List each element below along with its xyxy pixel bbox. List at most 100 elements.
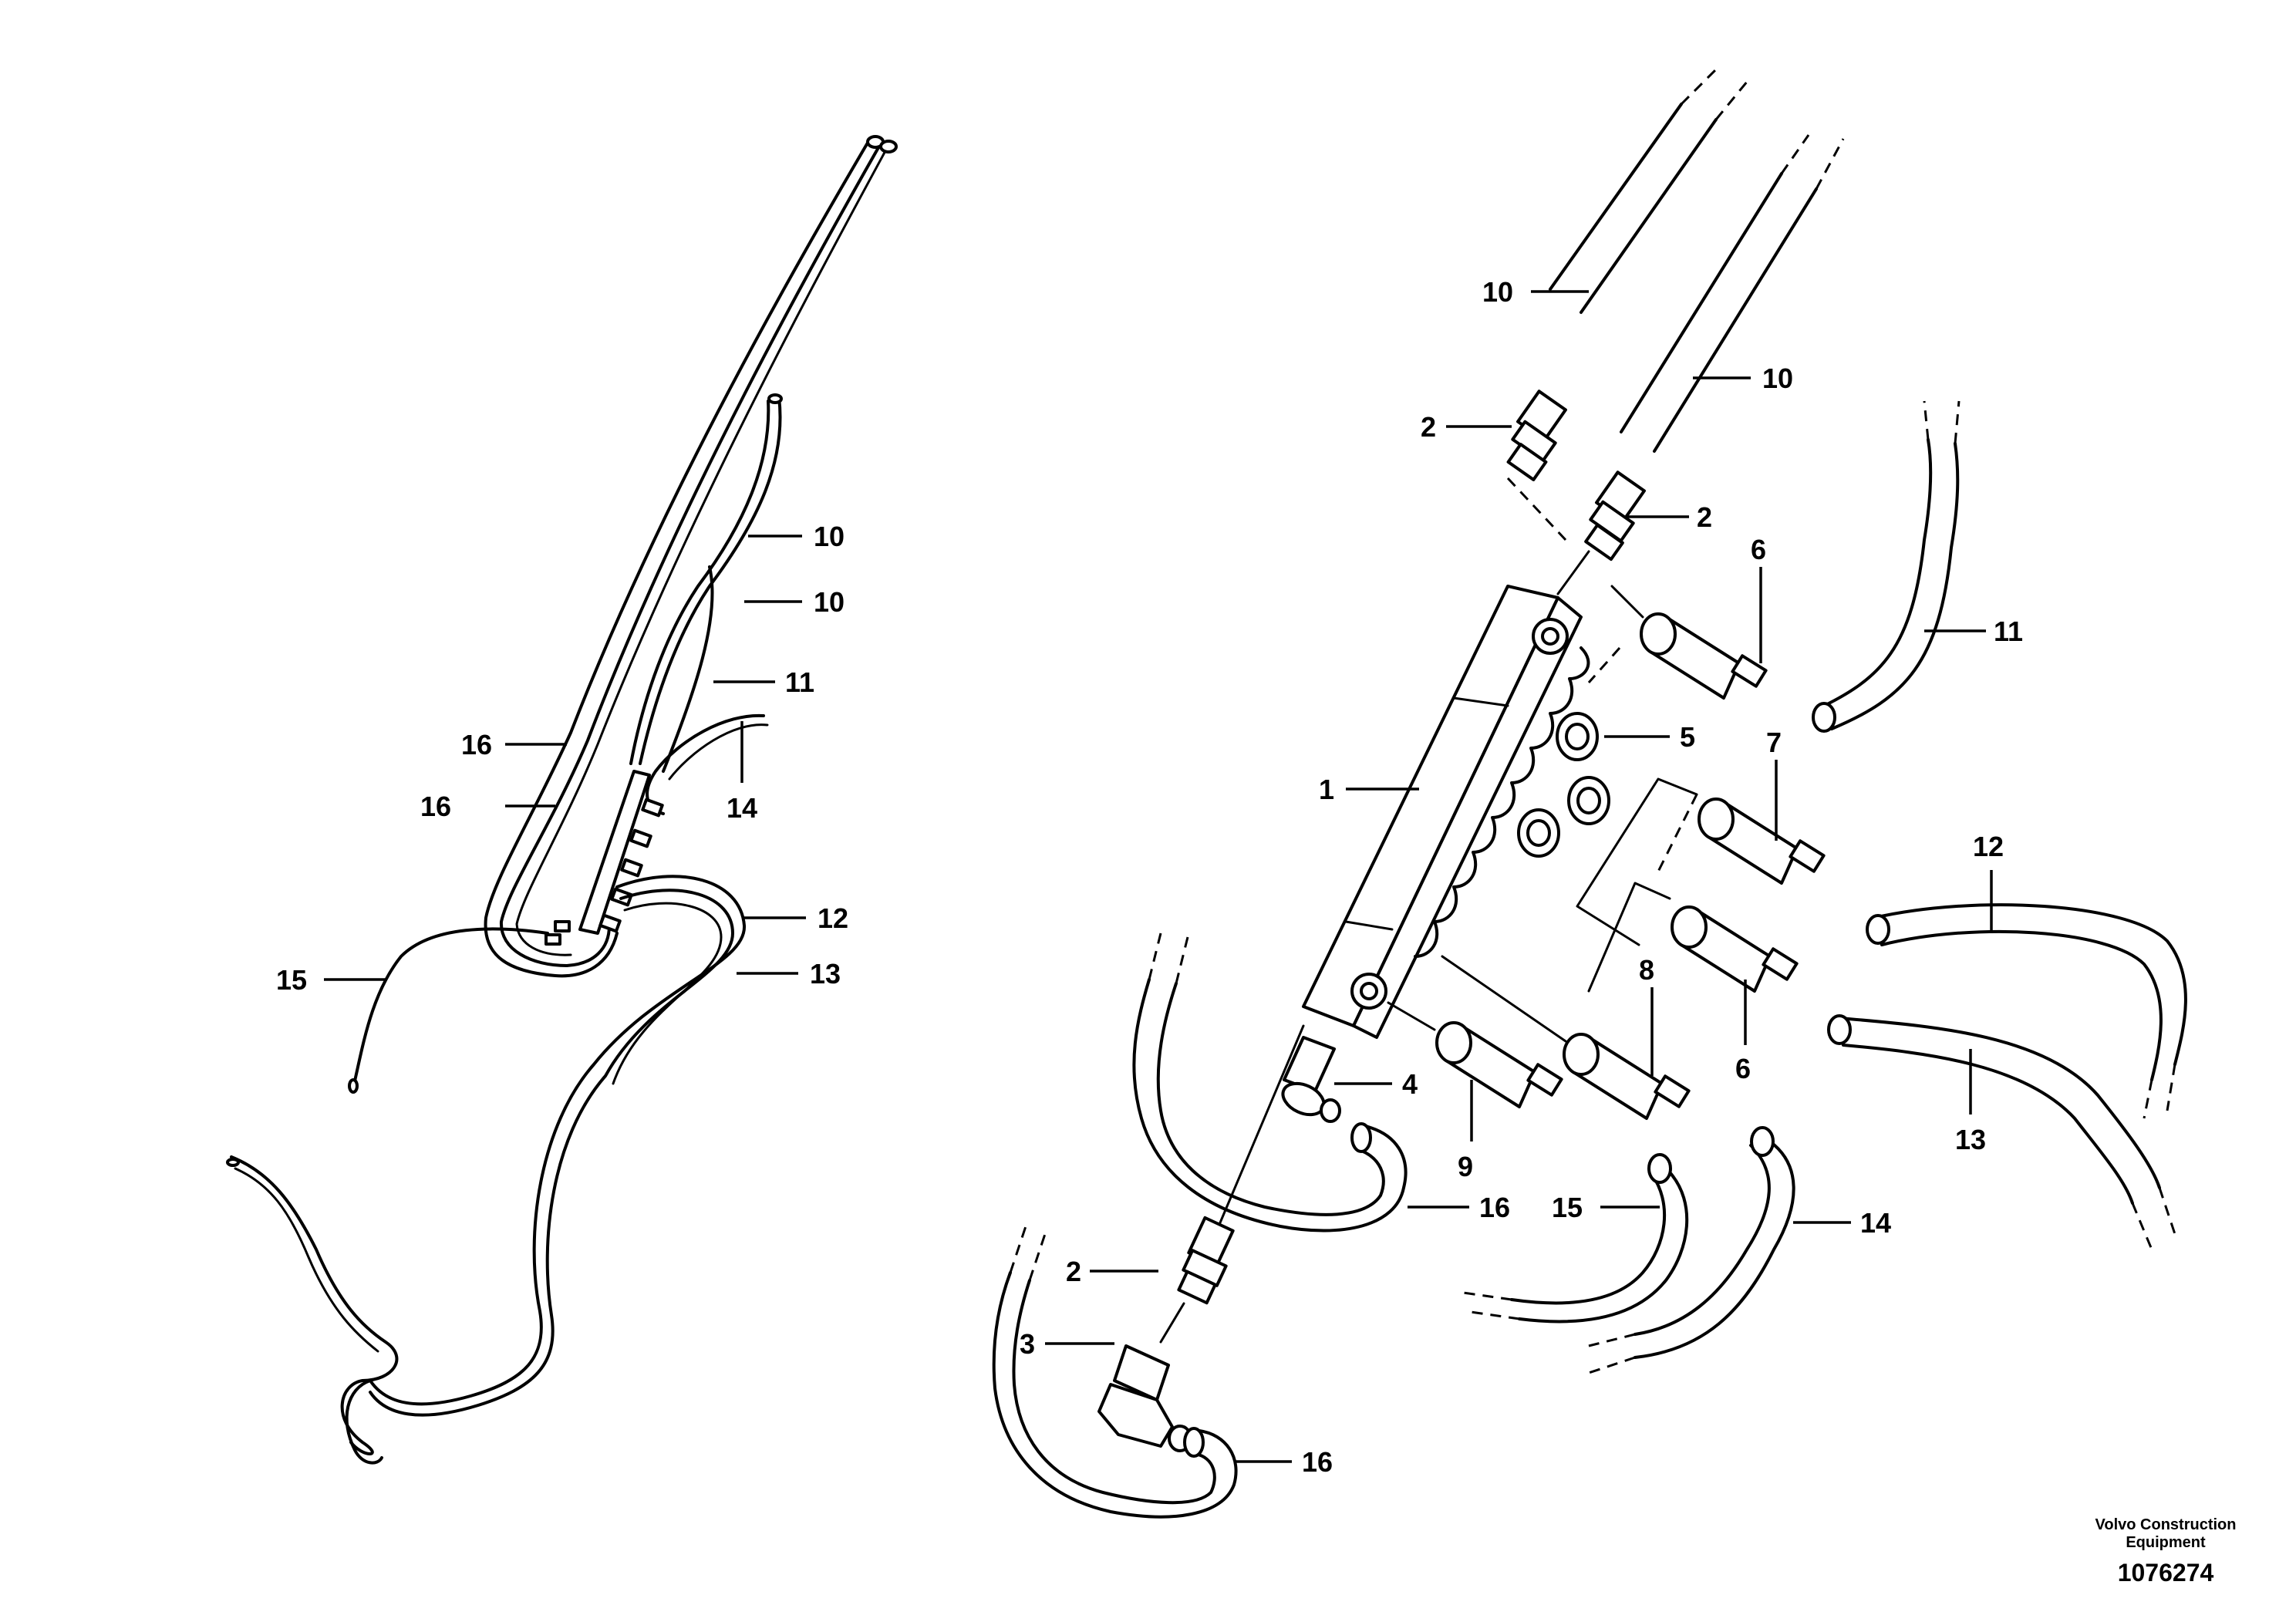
overview-hose-10a — [639, 396, 782, 765]
overview-hose-lower-2 — [234, 1167, 379, 1353]
detail-manifold — [1302, 585, 1559, 1027]
detail-fitting-6a-dash — [1587, 647, 1621, 683]
detail-manifold-ports — [1414, 646, 1590, 958]
overview-hose-16-outer — [484, 137, 872, 978]
detail-callout-2a: 2 — [1421, 411, 1436, 443]
detail-hose-16a — [1132, 978, 1408, 1233]
detail-hose-16b-2 — [1012, 1279, 1216, 1505]
detail-hose-12-dash — [2143, 1064, 2176, 1119]
detail-callout-4: 4 — [1402, 1068, 1418, 1100]
detail-fitting-9-line — [1387, 1001, 1436, 1031]
detail-elbow-4 — [1281, 1036, 1341, 1123]
detail-hose-14-end — [1750, 1126, 1775, 1157]
detail-hose-11-2 — [1830, 442, 1960, 730]
detail-hose-16a-dash — [1148, 932, 1189, 984]
detail-hose-12-2 — [1880, 929, 2163, 1081]
detail-hose-13 — [1838, 1017, 2161, 1189]
detail-plugs-5 — [1517, 712, 1610, 858]
overview-hose-13b — [612, 902, 723, 1085]
detail-manifold-bolt-bottom-hole — [1360, 982, 1378, 1000]
overview-callout-16b: 16 — [420, 791, 451, 822]
detail-fitting-6b — [1671, 905, 1799, 993]
detail-hose-10a-dash — [1680, 68, 1752, 120]
detail-fitting-6a — [1640, 612, 1768, 700]
detail-manifold-bolt-top-hole — [1541, 627, 1559, 646]
overview-hose-16-end-2 — [879, 140, 898, 153]
detail-fitting-6b-line — [1587, 882, 1671, 993]
overview-hose-15-end — [348, 1078, 359, 1094]
detail-hose-13-end — [1827, 1014, 1852, 1045]
detail-fitting-6a-line — [1610, 585, 1644, 619]
detail-assembly — [992, 68, 2187, 1519]
detail-hose-12 — [1873, 903, 2187, 1066]
detail-hose-14-dash — [1588, 1333, 1636, 1374]
detail-hose-16b-dash — [1009, 1226, 1047, 1281]
detail-callout-8: 8 — [1639, 954, 1654, 986]
overview-callout-15: 15 — [276, 964, 307, 996]
overview-callout-16a: 16 — [461, 729, 492, 760]
detail-hose-11-end — [1812, 702, 1836, 733]
overview-callout-14: 14 — [727, 792, 757, 824]
detail-hose-10b-2 — [1653, 187, 1818, 453]
detail-callout-2c: 2 — [1066, 1256, 1081, 1287]
detail-manifold-seam-1 — [1452, 696, 1509, 707]
detail-fitting-7-line — [1576, 777, 1698, 946]
detail-connector-2a-dash — [1506, 477, 1567, 541]
detail-manifold-side — [1352, 596, 1583, 1039]
overview-hose-10-end — [767, 393, 783, 404]
detail-hose-13-dash — [2131, 1187, 2176, 1250]
detail-callout-11: 11 — [1994, 615, 2023, 647]
detail-connector-2a — [1506, 389, 1567, 481]
detail-lower-line-2 — [1159, 1302, 1185, 1344]
overview-hose-14b — [668, 723, 769, 781]
detail-hose-10b-dash — [1780, 134, 1845, 190]
detail-callout-1: 1 — [1319, 774, 1334, 805]
overview-callout-11: 11 — [785, 666, 814, 698]
detail-hose-15-end — [1647, 1153, 1672, 1184]
detail-callout-13: 13 — [1955, 1124, 1986, 1155]
detail-manifold-top-line — [1556, 550, 1590, 595]
detail-hose-10a — [1549, 103, 1683, 291]
detail-hose-12-end — [1866, 914, 1890, 945]
detail-callouts: 10 10 2 2 6 11 5 1 7 12 6 8 4 13 9 16 15… — [1020, 276, 2023, 1478]
detail-hose-14 — [1633, 1140, 1795, 1359]
overview-assembly — [226, 135, 898, 1465]
brand-line-1: Volvo Construction — [2095, 1516, 2237, 1533]
document-number: 1076274 — [2118, 1559, 2214, 1587]
detail-fitting-8 — [1563, 1033, 1691, 1120]
overview-callouts: 10 10 11 14 16 16 12 15 13 — [276, 521, 848, 996]
overview-hose-lower-end — [226, 1158, 240, 1167]
detail-callout-5: 5 — [1680, 721, 1695, 753]
detail-callout-14: 14 — [1860, 1207, 1891, 1239]
overview-hose-12 — [369, 875, 747, 1406]
detail-hose-16b-end — [1183, 1427, 1205, 1458]
detail-callout-12: 12 — [1973, 831, 2004, 862]
detail-callout-16a: 16 — [1479, 1192, 1510, 1223]
overview-fittings — [544, 798, 664, 946]
overview-hose-16-third — [515, 147, 888, 956]
detail-callout-6a: 6 — [1751, 534, 1766, 565]
detail-hose-16a-end — [1350, 1122, 1372, 1153]
detail-hose-15-dash — [1457, 1290, 1520, 1320]
detail-callout-2b: 2 — [1697, 501, 1712, 533]
detail-hose-11 — [1815, 438, 1933, 711]
detail-fitting-3 — [1097, 1344, 1192, 1452]
footer: Volvo Construction Equipment 1076274 — [2095, 1516, 2237, 1587]
detail-callout-10a: 10 — [1482, 276, 1513, 308]
detail-connector-2c — [1177, 1216, 1235, 1305]
detail-fitting-9 — [1435, 1021, 1563, 1108]
detail-callout-7: 7 — [1766, 727, 1782, 758]
detail-connector-2b — [1584, 470, 1646, 561]
detail-hose-16a-2 — [1156, 982, 1385, 1216]
brand-line-2: Equipment — [2126, 1534, 2206, 1551]
detail-callout-15: 15 — [1552, 1192, 1583, 1223]
overview-callout-10a: 10 — [814, 521, 845, 552]
overview-hose-16-inner — [499, 142, 882, 967]
overview-callout-10b: 10 — [814, 586, 845, 618]
detail-fitting-8-line — [1441, 955, 1567, 1043]
detail-hose-15-2 — [1510, 1171, 1667, 1305]
detail-callout-16b: 16 — [1302, 1446, 1333, 1478]
overview-hose-lower-tail — [345, 1379, 383, 1465]
